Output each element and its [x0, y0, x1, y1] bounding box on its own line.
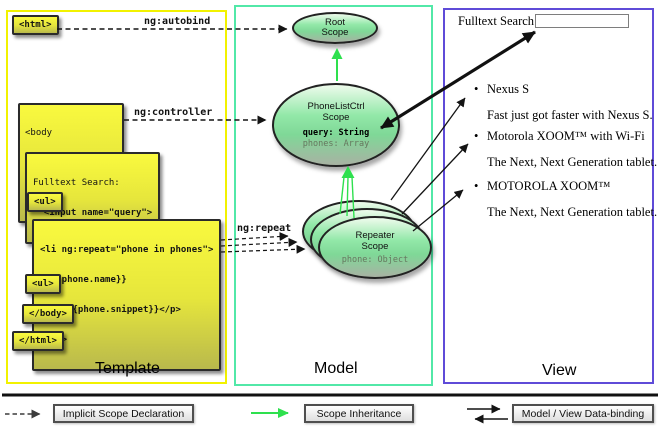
- legend-model-view-data-binding: Model / View Data-binding: [512, 404, 654, 423]
- model-panel-label: Model: [314, 360, 358, 377]
- scope-title: Repeater: [355, 229, 395, 241]
- phone-title: •MOTOROLA XOOM™: [474, 179, 611, 193]
- phone-snippet: Fast just got faster with Nexus S.: [487, 108, 653, 122]
- legend-scope-inheritance: Scope Inheritance: [304, 404, 414, 423]
- scope-title: Scope: [322, 112, 350, 123]
- phonelistctrl-scope-ellipse: PhoneListCtrl Scope query: String phones…: [272, 83, 400, 167]
- code-ul-close: <ul>: [25, 274, 61, 294]
- scope-title: Root: [324, 17, 346, 28]
- phone-list-item: •Motorola XOOM™ with Wi-Fi The Next, Nex…: [474, 129, 657, 170]
- ng-autobind-label: ng:autobind: [144, 16, 211, 27]
- code-html-open: <html>: [12, 15, 59, 35]
- bullet-icon: •: [474, 82, 479, 96]
- ng-controller-label: ng:controller: [134, 107, 213, 118]
- phone-list-item: •Nexus S Fast just got faster with Nexus…: [474, 82, 653, 123]
- phone-title: •Motorola XOOM™ with Wi-Fi: [474, 129, 645, 143]
- code-line: <li ng:repeat="phone in phones">: [40, 245, 214, 255]
- template-panel-label: Template: [95, 360, 160, 377]
- code-body-close: </body>: [22, 304, 74, 324]
- code-line: <input name="query">: [33, 208, 153, 218]
- code-line: {{phone.name}}: [40, 275, 127, 285]
- scope-property: phone: Object: [341, 254, 409, 265]
- code-line: <p>{{phone.snippet}}</p>: [40, 305, 181, 315]
- repeater-scope-ellipse: Repeater Scope phone: Object: [318, 216, 432, 279]
- view-panel-label: View: [542, 362, 577, 379]
- code-line: <body: [25, 128, 53, 138]
- scope-property: query: String: [302, 128, 370, 138]
- scope-title: PhoneListCtrl: [307, 101, 365, 112]
- scope-title: Scope: [361, 240, 389, 252]
- bullet-icon: •: [474, 179, 479, 193]
- ng-repeat-label: ng:repeat: [237, 223, 292, 234]
- bullet-icon: •: [474, 129, 479, 143]
- code-html-close: </html>: [12, 331, 64, 351]
- scope-property: phones: Array: [302, 138, 370, 149]
- phone-snippet: The Next, Next Generation tablet.: [487, 155, 658, 169]
- fulltext-search-input[interactable]: [535, 14, 629, 28]
- code-ul-open: <ul>: [27, 192, 63, 212]
- model-panel: [234, 5, 433, 386]
- phone-title: •Nexus S: [474, 82, 530, 96]
- phone-list-item: •MOTOROLA XOOM™ The Next, Next Generatio…: [474, 179, 657, 220]
- code-line: </li>: [40, 335, 213, 345]
- root-scope-ellipse: Root Scope: [292, 12, 378, 44]
- scope-title: Scope: [321, 27, 349, 38]
- phone-snippet: The Next, Next Generation tablet.: [487, 205, 658, 219]
- code-line: Fulltext Search:: [33, 178, 120, 188]
- fulltext-search-label: Fulltext Search:: [458, 14, 538, 28]
- legend-implicit-scope-declaration: Implicit Scope Declaration: [53, 404, 194, 423]
